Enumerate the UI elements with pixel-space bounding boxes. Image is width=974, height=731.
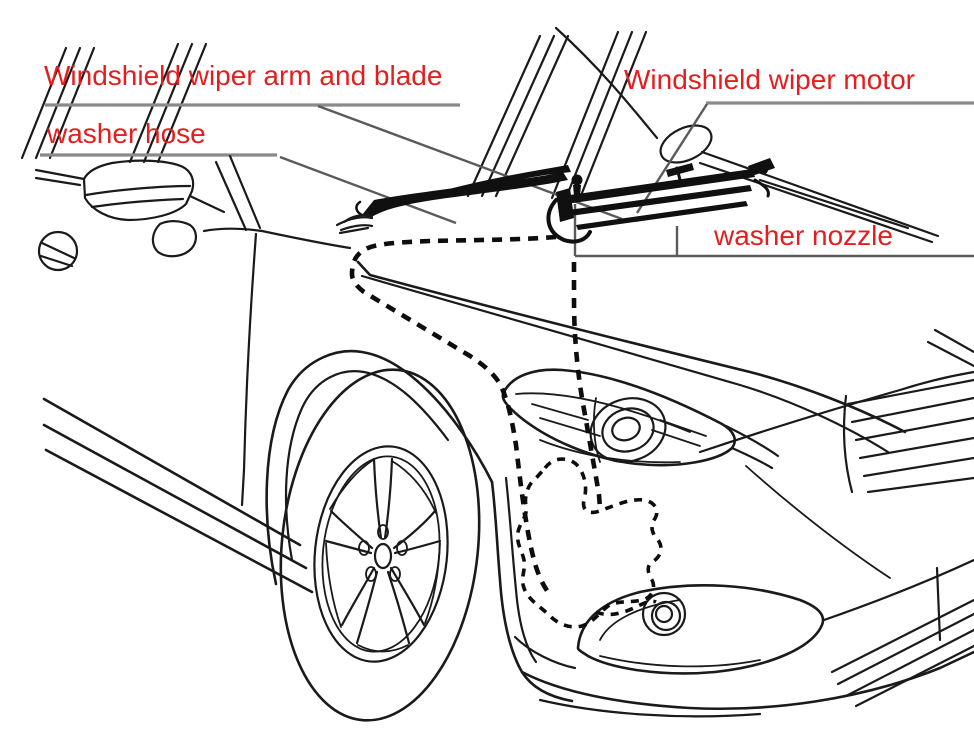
wiper-motor-assembly [335,158,775,244]
front-wheel [279,368,481,722]
windshield-streak-lines [20,26,940,244]
side-mirror [34,159,226,258]
front-fender-arch [265,349,494,586]
fog-light [576,584,825,675]
front-bumper [490,465,974,718]
upper-grille [842,378,974,494]
car-body-outline [42,154,974,594]
label-washer-hose: washer hose [47,118,206,149]
label-wiper-motor: Windshield wiper motor [624,64,915,95]
washer-reservoir-dashed-outline [515,457,663,629]
label-leader-lines [40,101,974,258]
label-wiper-arm-blade: Windshield wiper arm and blade [44,60,443,91]
headlight [501,368,780,470]
label-washer-nozzle: washer nozzle [714,220,893,251]
badge-circle [37,230,79,272]
washer-hose-dashed-line [349,234,603,594]
